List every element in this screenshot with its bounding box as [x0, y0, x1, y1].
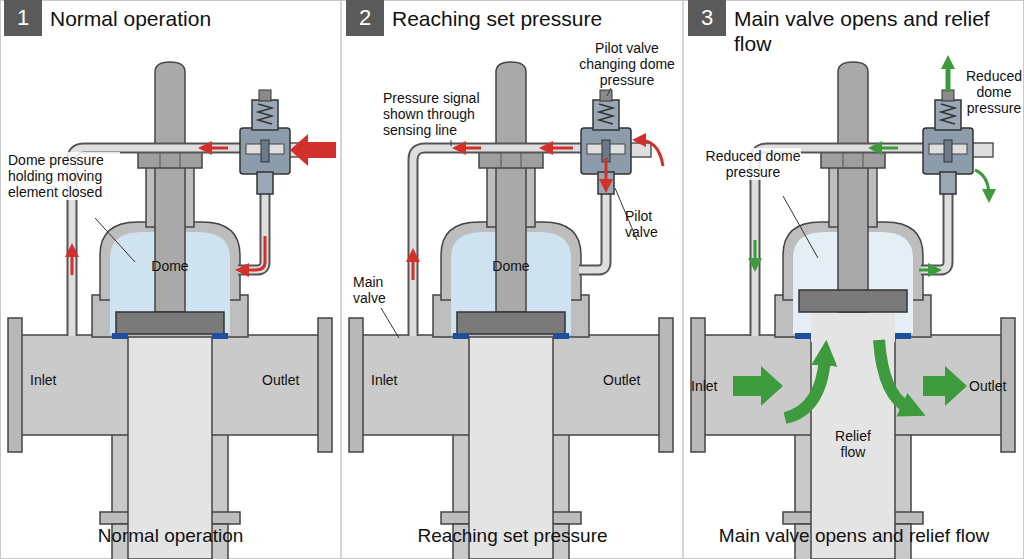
illustration-part	[975, 170, 989, 196]
step-caption: Normal operation	[0, 525, 341, 547]
illustration-part	[875, 147, 898, 150]
illustration-part	[811, 312, 895, 342]
step-number: 1	[17, 6, 29, 30]
illustration-part	[453, 333, 469, 339]
illustration-part	[754, 240, 757, 265]
callout-label: Dome	[481, 258, 541, 274]
illustration-part	[553, 333, 569, 339]
illustration-part	[95, 218, 135, 262]
valve-open	[691, 62, 1015, 559]
illustration-part	[546, 147, 573, 150]
illustration-part	[71, 250, 74, 275]
valve-closed	[8, 62, 336, 559]
illustration-part	[607, 88, 611, 96]
callout-label: Main valve	[353, 274, 408, 306]
valve-set-pressure	[349, 62, 673, 559]
illustration-part	[785, 358, 825, 418]
illustration-part	[112, 333, 128, 339]
illustration-part	[946, 62, 951, 92]
callout-label: Outlet	[969, 378, 1021, 394]
callout-label: Inlet	[371, 372, 431, 388]
illustration-part	[799, 290, 907, 312]
illustration-part	[795, 333, 811, 339]
callout-label: Outlet	[262, 372, 322, 388]
callout-label: Pilot valve	[625, 208, 677, 240]
illustration-part	[923, 366, 967, 406]
illustration-part	[8, 222, 332, 559]
illustration-part	[605, 158, 608, 186]
callout-label: Pressure signal shown through sensing li…	[383, 90, 501, 138]
illustration-part	[381, 308, 399, 338]
callout-label: Outlet	[603, 372, 663, 388]
illustration-part	[639, 140, 663, 166]
step-number: 2	[359, 6, 371, 30]
illustration-part	[879, 340, 909, 408]
callout-label: Pilot valve changing dome pressure	[577, 40, 677, 88]
step-number: 3	[701, 6, 713, 30]
illustration-part	[682, 0, 684, 559]
step-heading: Normal operation	[50, 6, 335, 31]
step-number-box: 1	[4, 0, 42, 36]
illustration-part	[116, 312, 224, 334]
step-heading: Main valve opens and relief flow	[734, 6, 1004, 56]
callout-label: Inlet	[30, 372, 90, 388]
illustration-part	[412, 255, 415, 280]
illustration-part	[212, 333, 228, 339]
callout-label: Dome pressure holding moving element clo…	[8, 152, 120, 200]
illustration-part	[340, 0, 342, 559]
illustration-part	[451, 140, 452, 146]
illustration-part	[290, 134, 336, 166]
step-panel: Normal operationNormal operation1	[0, 0, 341, 559]
illustration-part	[895, 333, 911, 339]
illustration-part	[459, 147, 481, 150]
step-number-box: 2	[346, 0, 384, 36]
callout-label: Inlet	[691, 378, 731, 394]
illustration-part	[783, 196, 818, 258]
callout-label: Reduced dome pressure	[963, 68, 1024, 116]
illustration-part	[733, 366, 783, 406]
callout-label: Dome	[140, 258, 200, 274]
illustration-part	[457, 312, 565, 334]
step-heading: Reaching set pressure	[392, 6, 677, 31]
illustration-part	[205, 147, 228, 150]
illustration-part	[755, 62, 993, 336]
illustration-part	[349, 222, 673, 559]
step-caption: Main valve opens and relief flow	[684, 525, 1024, 547]
callout-label: Reduced dome pressure	[705, 148, 801, 180]
step-number-box: 3	[688, 0, 726, 36]
step-caption: Reaching set pressure	[342, 525, 683, 547]
illustration-part	[242, 236, 265, 270]
illustration-part	[919, 269, 935, 272]
callout-label: Relief flow	[823, 428, 883, 460]
